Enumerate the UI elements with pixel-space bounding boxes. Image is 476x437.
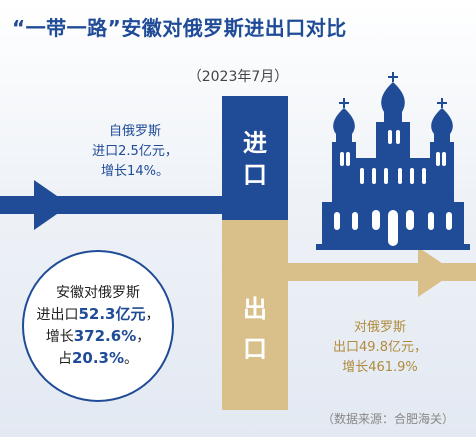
summary-share-value: 20.3% [71, 348, 125, 367]
source-note: （数据来源：合肥海关） [321, 412, 454, 426]
summary-line-2-suffix: ， [145, 306, 160, 323]
church-windows [334, 130, 452, 246]
page-title: “一带一路”安徽对俄罗斯进出口对比 [12, 16, 347, 40]
export-box-label-1: 出 [243, 295, 267, 323]
export-arrow-icon [288, 247, 476, 297]
summary-line-3-prefix: 增长 [45, 328, 74, 345]
summary-line-4: 占20.3%。 [58, 348, 138, 370]
import-line-2: 进口2.5亿元， [92, 144, 178, 159]
summary-circle: 安徽对俄罗斯 进出口52.3亿元， 增长372.6%， 占20.3%。 [22, 250, 174, 402]
import-box-label-1: 进 [243, 129, 267, 157]
summary-total-value: 52.3亿元 [78, 304, 146, 323]
export-line-1: 对俄罗斯 [353, 320, 406, 335]
import-line-1: 自俄罗斯 [108, 124, 161, 139]
import-box-label-2: 口 [243, 161, 267, 189]
export-line-2: 出口49.8亿元， [333, 340, 427, 355]
export-description: 对俄罗斯 出口49.8亿元， 增长461.9% [300, 318, 460, 378]
summary-line-1: 安徽对俄罗斯 [56, 284, 140, 301]
summary-line-3: 增长372.6%， [46, 326, 150, 348]
summary-line-2: 进出口52.3亿元， [36, 304, 159, 326]
summary-line-4-suffix: 。 [124, 350, 139, 367]
import-description: 自俄罗斯 进口2.5亿元， 增长14%。 [60, 122, 210, 182]
summary-line-2-prefix: 进出口 [36, 306, 79, 323]
import-box [222, 96, 288, 220]
russian-church-icon [316, 72, 470, 250]
date-label: （2023年7月） [187, 69, 289, 85]
import-arrow-icon [0, 180, 222, 230]
summary-growth-value: 372.6% [73, 326, 137, 345]
summary-line-4-prefix: 占 [57, 350, 72, 367]
export-box [222, 220, 288, 410]
import-line-3: 增长14%。 [101, 164, 169, 179]
summary-line-3-suffix: ， [136, 328, 151, 345]
export-line-3: 增长461.9% [342, 360, 418, 375]
export-box-label-2: 口 [243, 335, 267, 363]
